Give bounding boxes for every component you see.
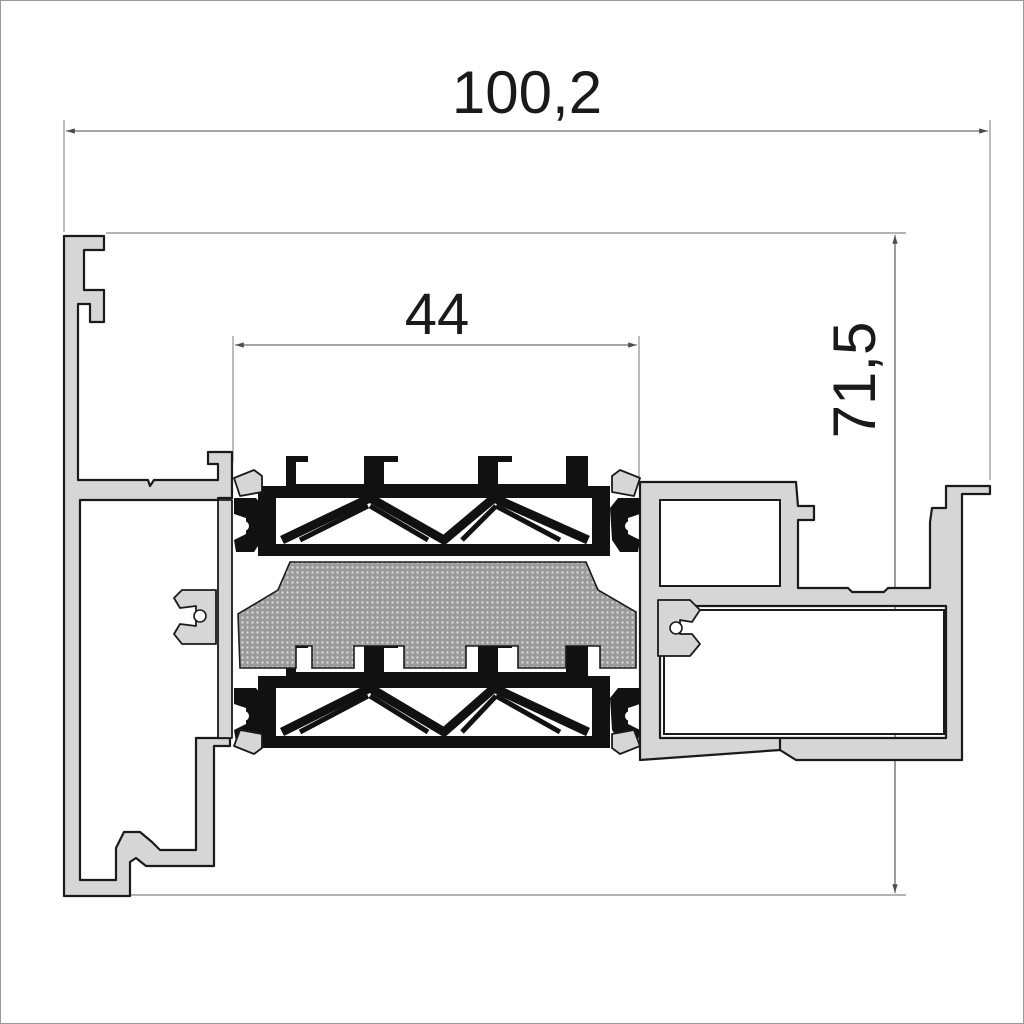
lip-lower-right (611, 729, 641, 755)
dimension-insulation-width: 44 (232, 282, 640, 480)
inner-upper-chamber (659, 499, 781, 587)
outer-frame-body (62, 234, 234, 898)
lip-lower-left (233, 729, 263, 755)
outer-aluminium-profile (62, 234, 234, 898)
dimension-label-insulation: 44 (405, 282, 470, 347)
insulation-foam (237, 561, 637, 669)
inner-aluminium-profile (638, 480, 992, 762)
gaskets (233, 469, 641, 755)
lip-upper-right (611, 469, 641, 497)
lower-break-truss (279, 683, 590, 737)
dimension-overall-height: 71,5 (106, 232, 906, 896)
gasket-hole (625, 521, 635, 531)
gasket-upper-right (610, 498, 640, 552)
lower-break-truss-inner (298, 693, 562, 735)
inner-clip-hole (669, 621, 683, 635)
dimension-label-height: 71,5 (821, 322, 888, 439)
upper-break-truss (280, 493, 590, 545)
dimension-label-width: 100,2 (452, 59, 602, 126)
dimension-overall-width: 100,2 (63, 59, 991, 480)
clip-hole (193, 609, 207, 623)
gasket-upper-left (234, 498, 264, 552)
gasket-hole (239, 711, 249, 721)
lower-thermal-break (258, 642, 610, 748)
outer-inner-web (217, 499, 233, 739)
upper-break-truss-inner (298, 503, 562, 543)
gasket-hole (625, 711, 635, 721)
inner-lower-chamber (663, 609, 945, 735)
gasket-lower-left (234, 688, 264, 742)
lip-upper-left (233, 469, 263, 497)
gasket-lower-right (610, 688, 640, 742)
upper-thermal-break (258, 456, 610, 556)
gasket-hole (239, 521, 249, 531)
outer-clip (173, 589, 217, 645)
